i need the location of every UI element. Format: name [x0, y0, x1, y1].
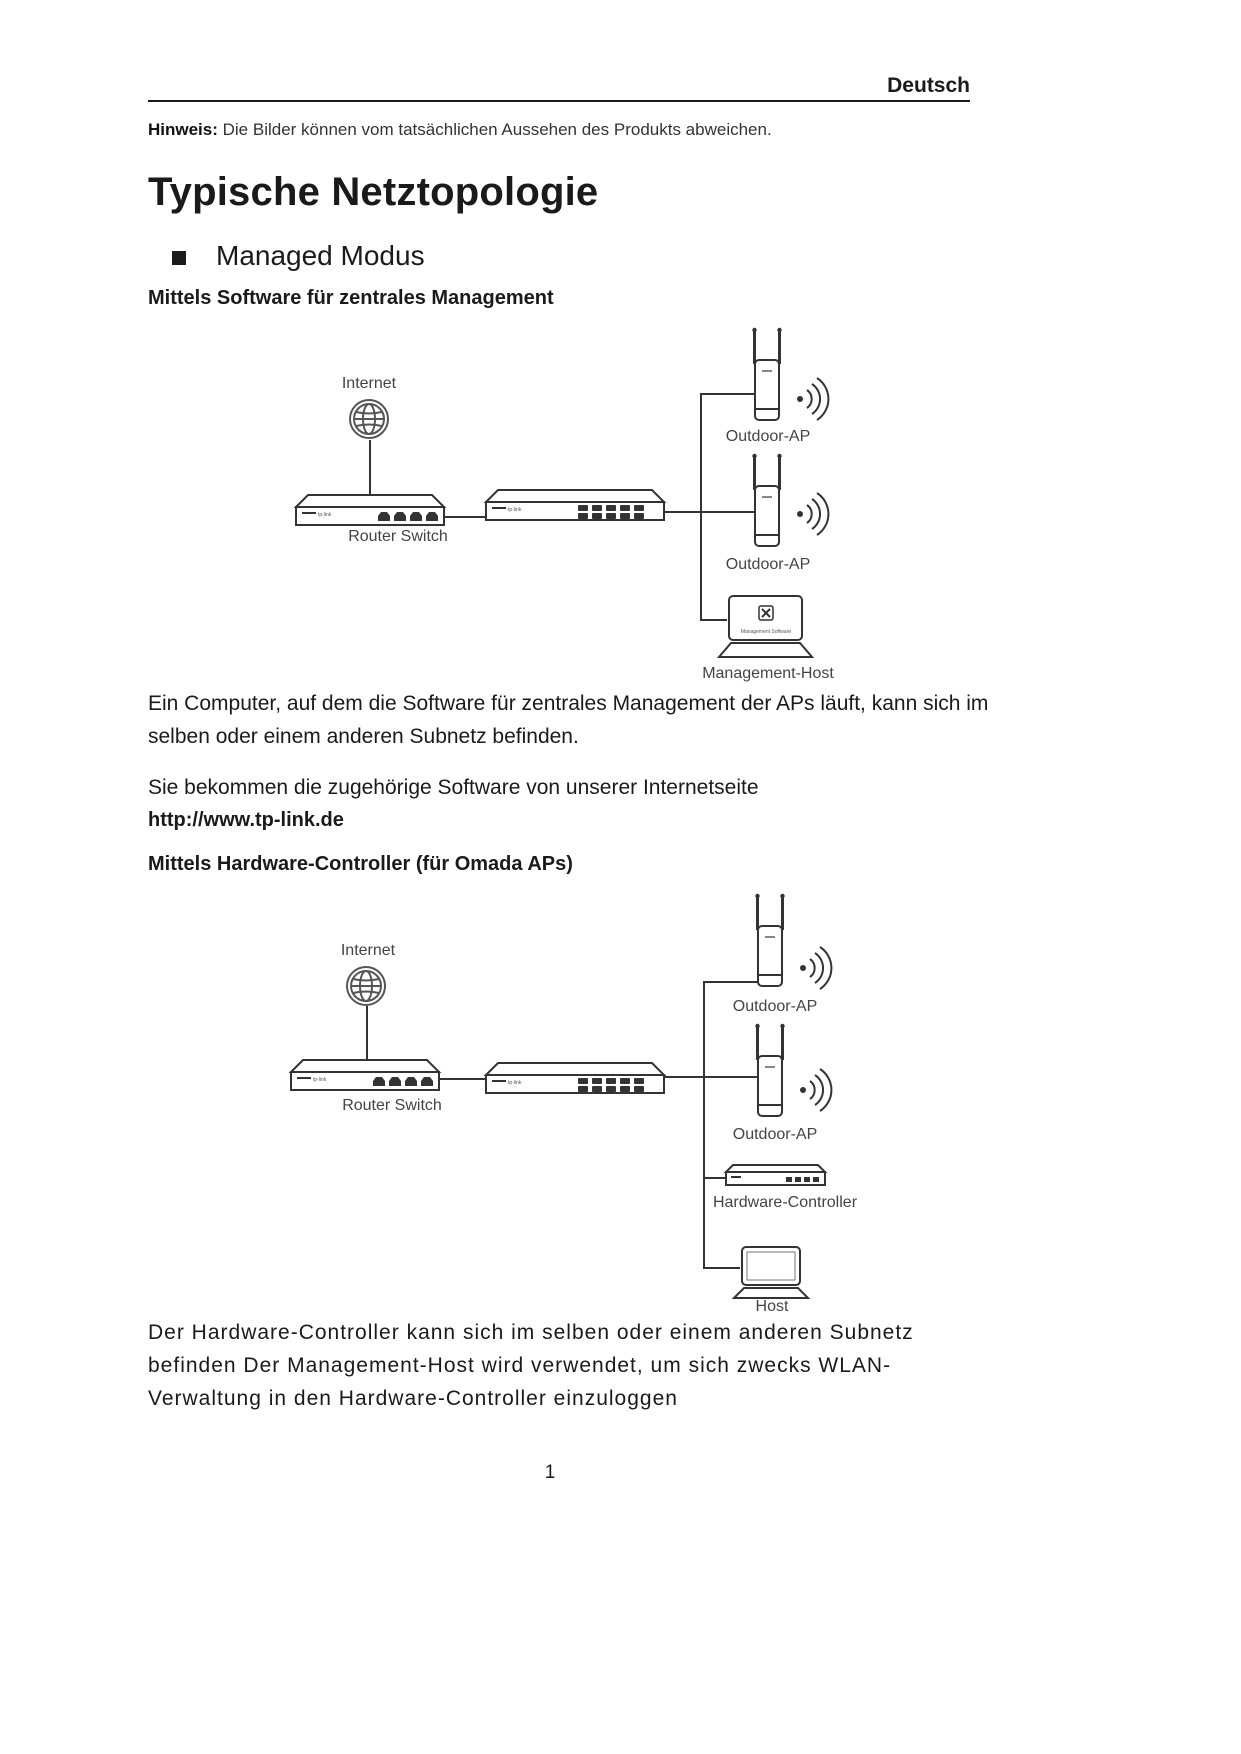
outdoor-ap-icon	[755, 1024, 784, 1116]
hardware-controller-icon	[726, 1165, 825, 1185]
outdoor-ap-label-4: Outdoor-AP	[733, 1126, 817, 1143]
hardware-controller-label: Hardware-Controller	[713, 1194, 858, 1211]
outdoor-ap-label-3: Outdoor-AP	[733, 998, 817, 1015]
router-switch-icon	[291, 1060, 439, 1090]
wifi-icon	[800, 947, 831, 989]
paragraph-controller: Der Hardware-Controller kann sich im sel…	[148, 1316, 993, 1415]
router-switch-label-2: Router Switch	[342, 1097, 442, 1114]
outdoor-ap-icon	[755, 894, 784, 986]
host-label: Host	[756, 1298, 789, 1315]
internet-globe-icon	[347, 967, 385, 1005]
wifi-icon	[800, 1069, 831, 1111]
laptop-icon	[734, 1247, 808, 1298]
page-number: 1	[0, 1462, 1100, 1484]
switch-icon	[486, 1063, 664, 1093]
internet-label-2: Internet	[341, 942, 396, 959]
